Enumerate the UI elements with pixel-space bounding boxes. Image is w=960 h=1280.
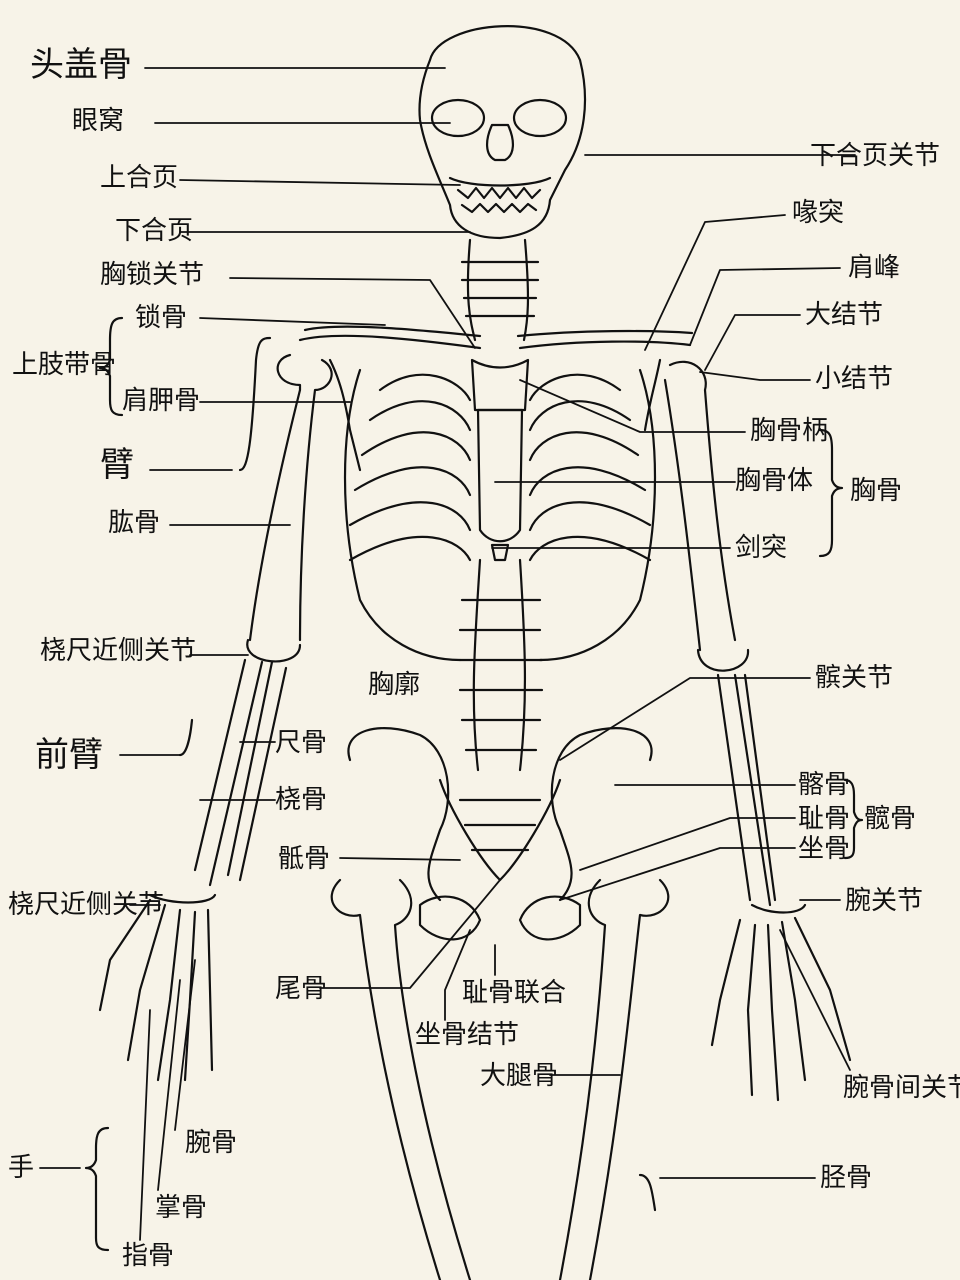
label-elbow: 髌关节 xyxy=(815,663,894,693)
label-femur: 大腿骨 xyxy=(480,1061,559,1091)
label-sternum: 胸骨 xyxy=(850,476,903,506)
label-intercarpal: 腕骨间关节 xyxy=(843,1073,960,1103)
skull-drawing xyxy=(418,25,587,240)
label-coracoid: 喙突 xyxy=(792,198,845,228)
label-radius: 桡骨 xyxy=(275,785,328,815)
label-phalanges: 指骨 xyxy=(122,1241,175,1271)
label-lesser-tubercle: 小结节 xyxy=(815,364,894,394)
left-orbit-icon xyxy=(430,98,486,138)
label-arm: 臂 xyxy=(100,445,134,485)
label-ribcage: 胸廓 xyxy=(368,670,421,700)
label-ischial-tuberosity: 坐骨结节 xyxy=(415,1020,520,1050)
legs-drawing xyxy=(330,878,670,1280)
label-humerus: 肱骨 xyxy=(108,508,161,538)
braces xyxy=(84,316,864,1252)
label-pubic-symphysis: 耻骨联合 xyxy=(462,978,567,1008)
label-skull: 头盖骨 xyxy=(30,45,132,85)
pelvis-drawing xyxy=(347,727,653,941)
label-ilium: 髂骨 xyxy=(798,770,851,800)
label-mandible: 下合页 xyxy=(115,216,194,246)
label-ischium: 坐骨 xyxy=(798,834,851,864)
label-dist-radioulnar: 桡尺近侧关节 xyxy=(8,890,165,920)
label-orbit: 眼窝 xyxy=(72,106,125,136)
label-tmj: 下合页关节 xyxy=(810,141,941,171)
label-forearm: 前臂 xyxy=(35,735,103,775)
label-carpals: 腕骨 xyxy=(185,1128,238,1158)
label-pubis: 耻骨 xyxy=(798,804,851,834)
label-acromion: 肩峰 xyxy=(848,253,901,283)
left-arm-drawing xyxy=(98,353,333,1082)
ribcage-drawing xyxy=(343,358,657,662)
label-xiphoid: 剑突 xyxy=(735,533,788,563)
label-greater-tubercle: 大结节 xyxy=(805,300,884,330)
label-metacarpals: 掌骨 xyxy=(155,1193,208,1223)
spine-drawing xyxy=(458,238,544,772)
label-ulna: 尺骨 xyxy=(275,728,328,758)
label-clavicle: 锁骨 xyxy=(135,303,188,333)
label-sacrum: 骶骨 xyxy=(278,844,331,874)
label-maxilla: 上合页 xyxy=(100,163,179,193)
leader-lines xyxy=(39,67,856,1241)
label-tibia: 胫骨 xyxy=(820,1163,873,1193)
shoulder-girdle-drawing xyxy=(298,325,694,472)
label-manubrium: 胸骨柄 xyxy=(750,416,829,446)
label-sternoclavicular: 胸锁关节 xyxy=(100,260,205,290)
label-hand: 手 xyxy=(8,1153,35,1183)
label-shoulder-girdle: 上肢带骨 xyxy=(12,350,117,380)
right-orbit-icon xyxy=(512,98,568,138)
label-sternum-body: 胸骨体 xyxy=(735,466,814,496)
label-scapula: 肩胛骨 xyxy=(122,386,201,416)
label-wrist: 腕关节 xyxy=(845,886,924,916)
label-prox-radioulnar: 桡尺近侧关节 xyxy=(40,636,197,666)
label-hip-bone: 髋骨 xyxy=(864,804,917,834)
label-coccyx: 尾骨 xyxy=(275,974,328,1004)
